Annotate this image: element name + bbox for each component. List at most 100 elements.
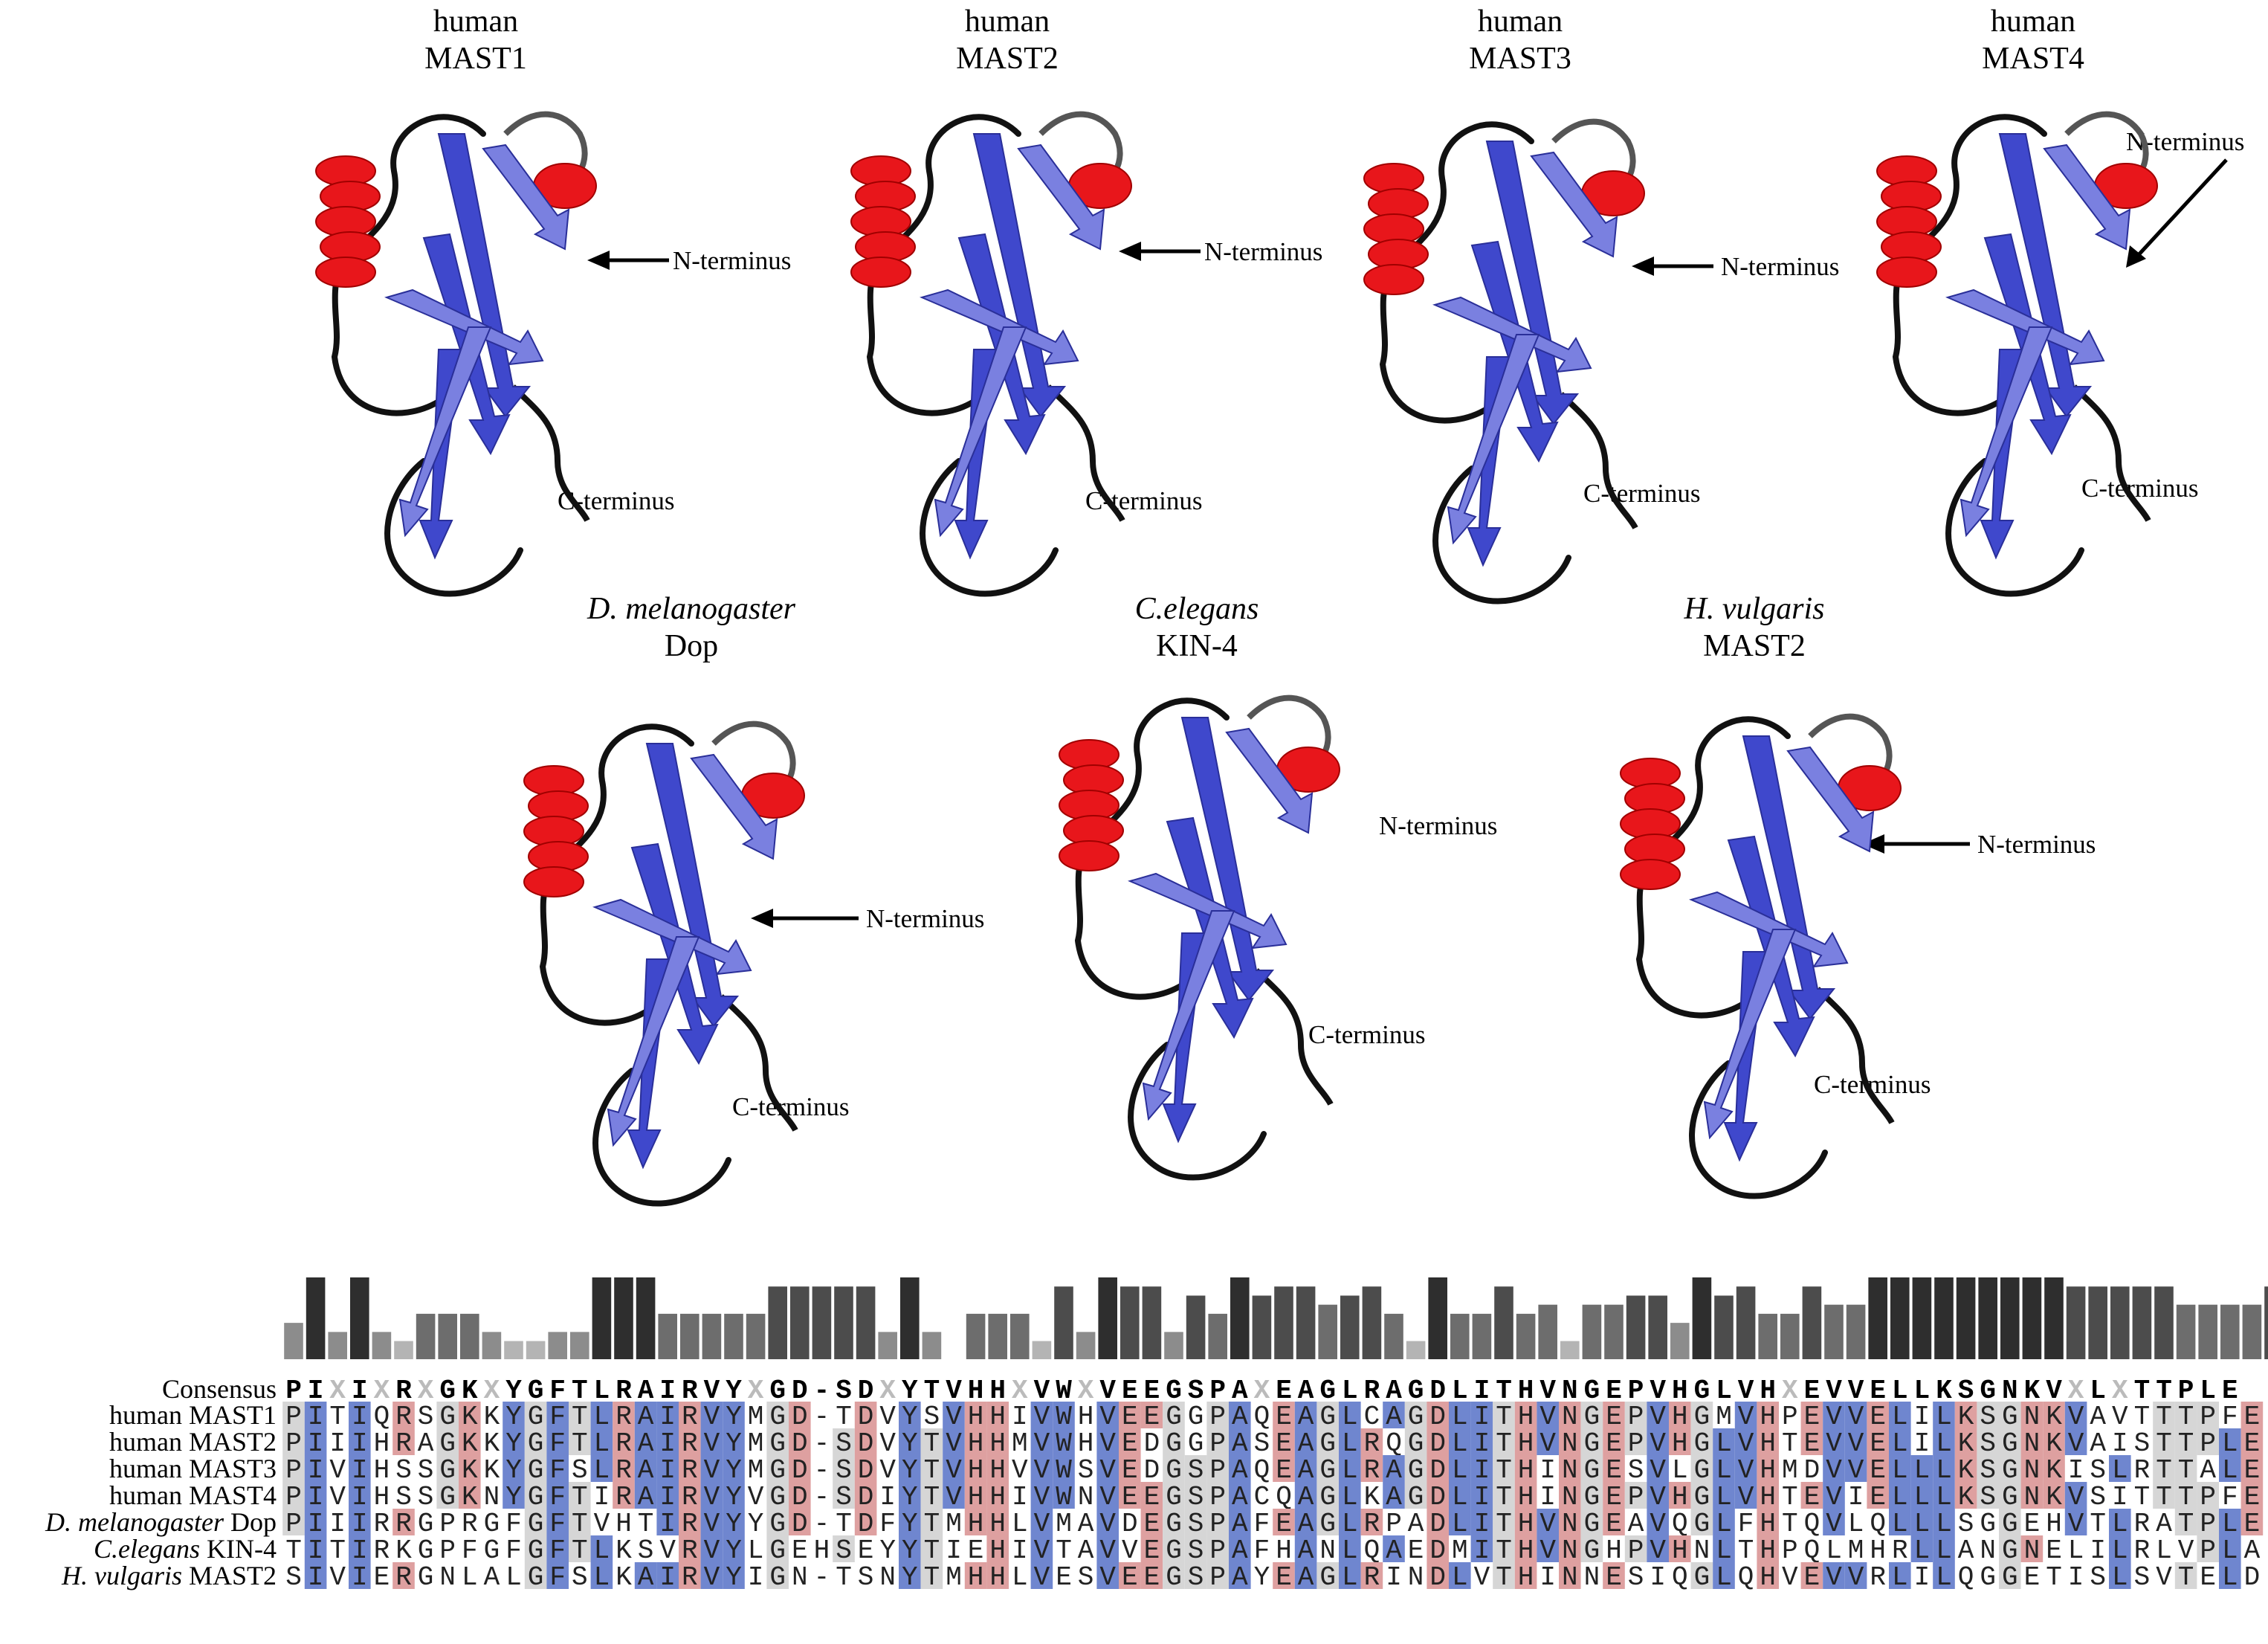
residue-shade: [1889, 1428, 1911, 1455]
conservation-bar: [1692, 1277, 1712, 1359]
residue-shade: [1427, 1428, 1449, 1455]
residue: V: [879, 1455, 896, 1486]
residue: -: [814, 1482, 830, 1512]
residue-shade: [1096, 1535, 1119, 1562]
residue-shade: [1889, 1562, 1911, 1589]
residue-shade: [986, 1535, 1009, 1562]
residue-shade: [2064, 1482, 2087, 1509]
consensus-residue: I: [308, 1376, 324, 1406]
conservation-bar: [1802, 1286, 1822, 1359]
consensus-residue: X: [374, 1376, 390, 1406]
residue: I: [2068, 1562, 2084, 1593]
residue: V: [1848, 1455, 1864, 1486]
alpha-helix: [1620, 758, 1685, 890]
residue: S: [2134, 1562, 2151, 1593]
residue: Y: [726, 1509, 742, 1539]
residue-shade: [524, 1428, 547, 1455]
residue: P: [1209, 1402, 1226, 1432]
residue: L: [462, 1562, 478, 1593]
residue: G: [528, 1509, 544, 1539]
residue-shade: [2174, 1482, 2197, 1509]
residue-shade: [1757, 1535, 1779, 1562]
residue: V: [594, 1509, 610, 1539]
residue: I: [659, 1482, 676, 1512]
residue: T: [1782, 1509, 1798, 1539]
residue: K: [2046, 1402, 2062, 1432]
consensus-label: Consensus: [162, 1374, 277, 1404]
residue-shade: [1537, 1535, 1559, 1562]
row-species: H. vulgaris: [61, 1561, 182, 1590]
residue: V: [704, 1402, 720, 1432]
beta-strand: [1960, 326, 2053, 538]
c-terminal-tail: [719, 994, 798, 1132]
residue: L: [1452, 1402, 1468, 1432]
residue: M: [1056, 1509, 1072, 1539]
panel-species-label: human: [433, 4, 518, 39]
residue-shade: [1713, 1562, 1735, 1589]
residue: P: [1209, 1482, 1226, 1512]
residue: T: [329, 1535, 346, 1566]
residue: S: [2090, 1482, 2106, 1512]
residue: T: [924, 1562, 940, 1593]
conservation-bar: [2242, 1304, 2262, 1359]
residue: Y: [726, 1428, 742, 1459]
residue: R: [2134, 1509, 2151, 1539]
residue-shade: [1449, 1509, 1471, 1535]
residue-shade: [503, 1482, 525, 1509]
residue-shade: [1360, 1428, 1383, 1455]
residue-shade: [1559, 1509, 1581, 1535]
residue: F: [879, 1509, 896, 1539]
panel-species-label: human: [965, 4, 1050, 39]
residue: D: [858, 1455, 874, 1486]
conservation-bar: [438, 1313, 457, 1359]
n-terminus-label: N-terminus: [866, 904, 984, 933]
residue: R: [1892, 1535, 1908, 1566]
conservation-bar: [988, 1313, 1007, 1359]
beta-strand: [1180, 717, 1275, 1002]
residue: G: [2002, 1482, 2018, 1512]
alpha-helix: [1363, 163, 1429, 295]
residue: H: [1518, 1402, 1534, 1432]
residue-shade: [920, 1428, 943, 1455]
residue: K: [616, 1562, 632, 1593]
residue: T: [572, 1535, 588, 1566]
residue-shade: [943, 1428, 965, 1455]
consensus-residue: X: [1782, 1376, 1798, 1406]
residue-shade: [1889, 1509, 1911, 1535]
beta-strand: [384, 288, 544, 366]
conservation-bar: [1846, 1304, 1866, 1359]
beta-strand: [1225, 727, 1314, 834]
residue: F: [1738, 1509, 1754, 1539]
row-species: human: [109, 1400, 182, 1430]
residue: V: [1034, 1562, 1050, 1593]
panel-protein-label: MAST2: [1703, 629, 1806, 663]
consensus-residue: L: [1342, 1376, 1358, 1406]
residue: L: [2222, 1428, 2238, 1459]
residue-shade: [1470, 1535, 1493, 1562]
residue: S: [1254, 1428, 1270, 1459]
consensus-residue: A: [1298, 1376, 1314, 1406]
residue: P: [1209, 1428, 1226, 1459]
residue-shade: [899, 1482, 921, 1509]
panel-protein-label: KIN-4: [1156, 629, 1238, 663]
residue-shade: [634, 1455, 657, 1482]
residue-shade: [833, 1482, 855, 1509]
residue: V: [1099, 1455, 1116, 1486]
residue-shade: [2043, 1428, 2065, 1455]
residue-shade: [349, 1455, 371, 1482]
residue-shade: [899, 1535, 921, 1562]
residue-shade: [2174, 1509, 2197, 1535]
conservation-bar: [834, 1286, 853, 1359]
residue: W: [1056, 1428, 1072, 1459]
residue: S: [418, 1402, 434, 1432]
residue-shade: [1404, 1455, 1427, 1482]
residue-shade: [2064, 1509, 2087, 1535]
residue: E: [1276, 1455, 1292, 1486]
residue-shade: [1383, 1455, 1405, 1482]
residue: S: [2090, 1455, 2106, 1486]
residue: M: [1848, 1535, 1864, 1566]
residue: K: [1958, 1455, 1974, 1486]
residue: V: [879, 1402, 896, 1432]
